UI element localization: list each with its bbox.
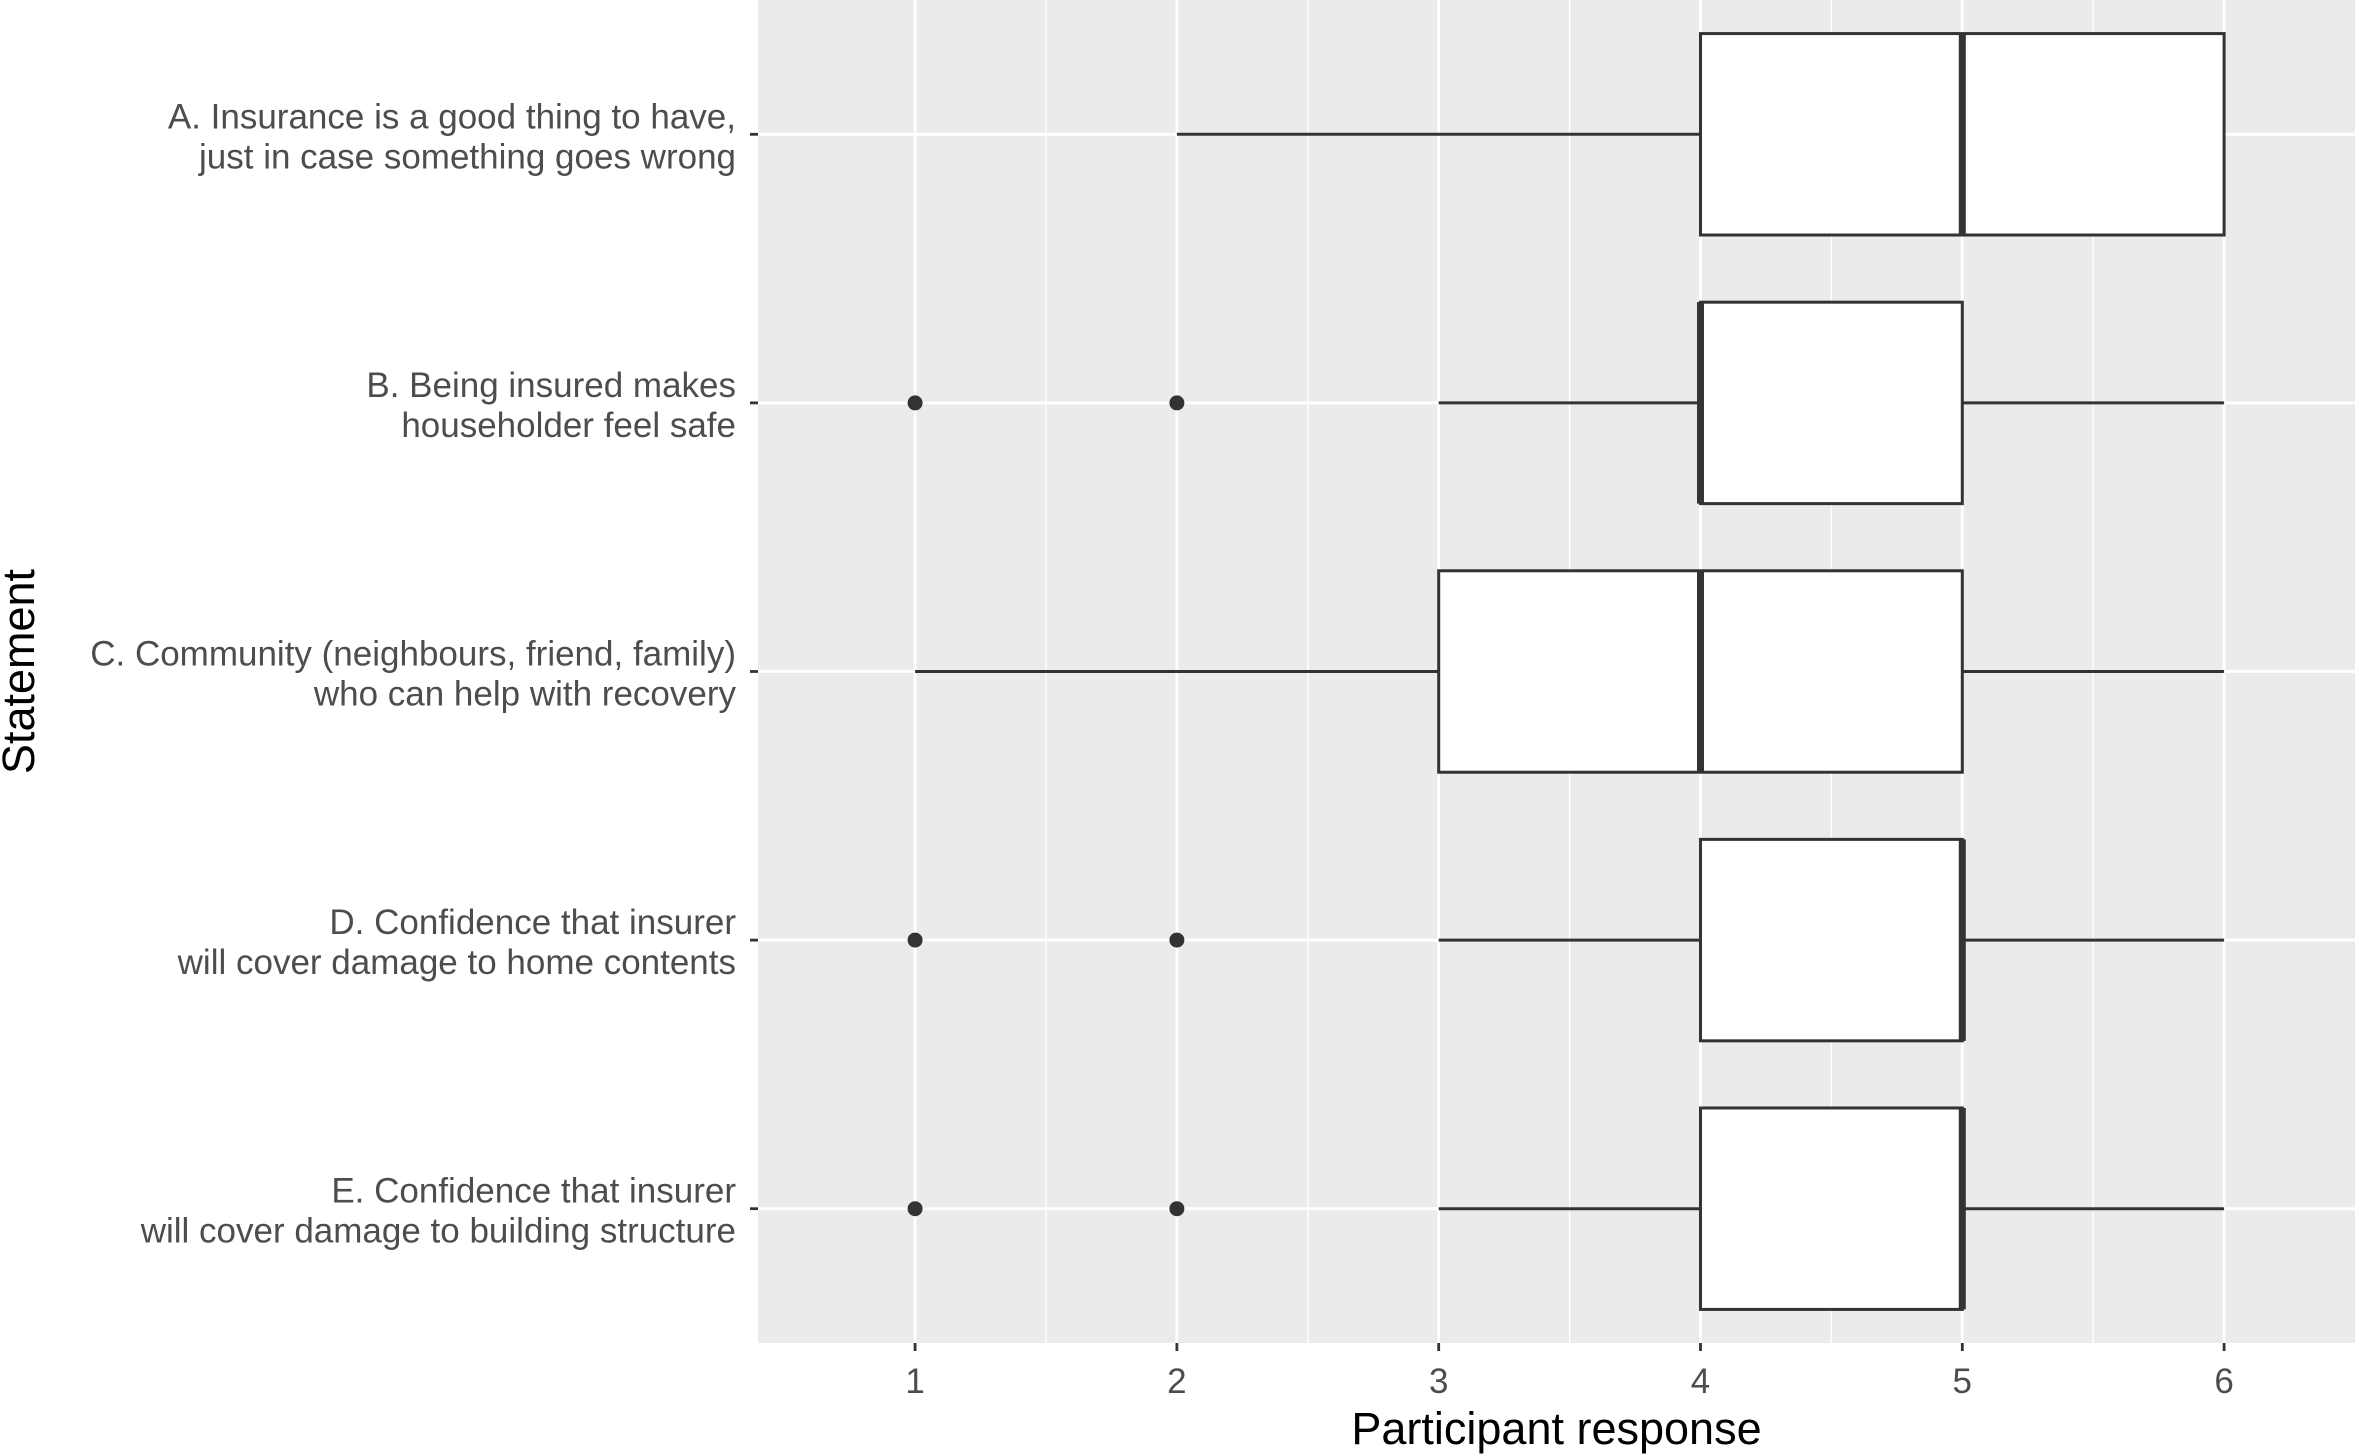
x-axis-title: Participant response <box>1351 1403 1761 1454</box>
category-label-line: householder feel safe <box>401 406 736 445</box>
x-tick-label: 1 <box>905 1362 924 1401</box>
y-axis-title: Statement <box>0 568 44 774</box>
category-label-line: E. Confidence that insurer <box>331 1172 736 1211</box>
box-marks <box>907 32 2226 1311</box>
category-label-line: who can help with recovery <box>313 675 737 714</box>
category-label-line: will cover damage to building structure <box>140 1212 736 1251</box>
box-3 <box>907 837 2225 1043</box>
box-4 <box>907 1106 2225 1311</box>
box-iqr <box>1698 837 1964 1043</box>
x-tick-label: 4 <box>1691 1362 1710 1401</box>
category-label: C. Community (neighbours, friend, family… <box>90 635 736 714</box>
box-0 <box>1176 32 2226 237</box>
category-label-line: will cover damage to home contents <box>177 943 736 982</box>
outlier-point <box>907 932 923 948</box>
x-tick-label: 5 <box>1953 1362 1972 1401</box>
outlier-point <box>1169 932 1185 948</box>
outlier-point <box>1169 1201 1185 1217</box>
box-iqr <box>1698 1106 1964 1311</box>
box-iqr <box>1698 300 1964 506</box>
axis-ticks: 1 2 3 4 5 6 <box>750 132 2234 1401</box>
category-label-line: D. Confidence that insurer <box>329 903 736 942</box>
outlier-point <box>907 395 923 411</box>
category-label: A. Insurance is a good thing to have,jus… <box>168 97 736 176</box>
x-tick-label: 6 <box>2214 1362 2233 1401</box>
box-2 <box>915 569 2225 774</box>
category-label-line: C. Community (neighbours, friend, family… <box>90 635 736 674</box>
category-label-line: just in case something goes wrong <box>198 137 736 176</box>
box-1 <box>907 300 2225 506</box>
category-label-line: A. Insurance is a good thing to have, <box>168 97 736 136</box>
outlier-point <box>1169 395 1185 411</box>
outlier-point <box>907 1201 923 1217</box>
category-label-line: B. Being insured makes <box>366 366 736 405</box>
x-tick-label: 3 <box>1429 1362 1448 1401</box>
category-labels: A. Insurance is a good thing to have,jus… <box>90 97 736 1250</box>
x-tick-label: 2 <box>1167 1362 1186 1401</box>
